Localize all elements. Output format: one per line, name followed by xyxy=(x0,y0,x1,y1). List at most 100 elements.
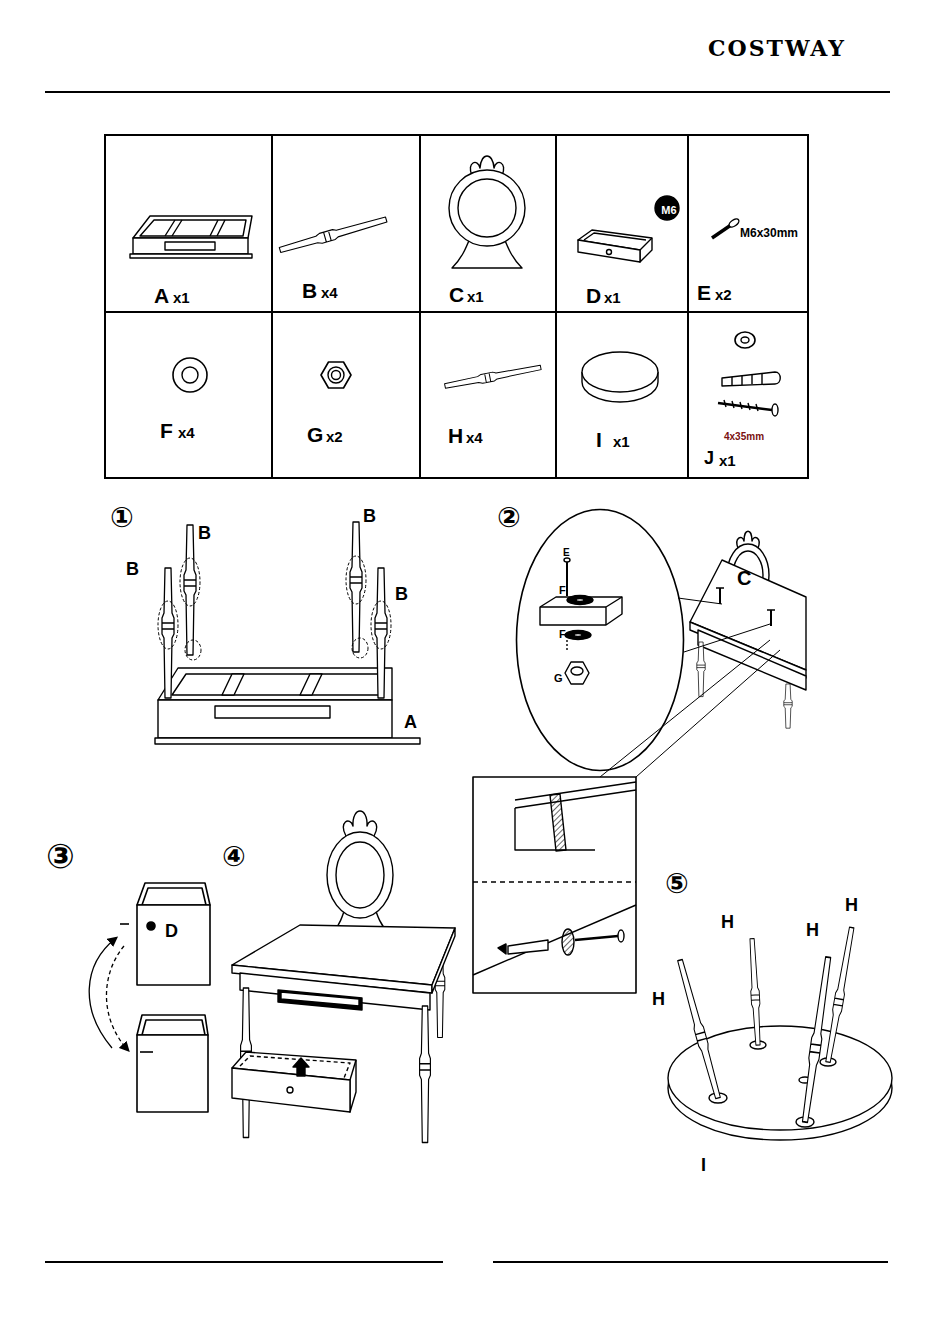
nut xyxy=(321,362,351,388)
bolt-head xyxy=(564,558,570,562)
assembly-axis xyxy=(566,640,567,652)
part-cell: Gx2 xyxy=(271,311,421,479)
tray-base xyxy=(130,254,252,258)
kit-washer xyxy=(562,929,574,955)
screw-head xyxy=(618,930,624,942)
drawer-edge xyxy=(350,1060,356,1080)
washer xyxy=(173,358,207,392)
nut-hole xyxy=(332,371,341,380)
part-cell: 4x35mmJx1 xyxy=(687,311,809,479)
part-quantity: x1 xyxy=(173,290,190,305)
tray-front xyxy=(133,238,248,254)
drawer-front xyxy=(578,240,640,262)
tray-slats xyxy=(165,220,225,236)
part-letter: B xyxy=(198,524,211,542)
knob-mark xyxy=(120,923,129,925)
part-letter: H xyxy=(652,990,665,1008)
part-quantity: x1 xyxy=(604,290,621,305)
washer-hole xyxy=(574,634,582,637)
step3-art xyxy=(89,883,210,1112)
step-number: ③ xyxy=(46,839,75,873)
mirror-glass xyxy=(336,842,384,908)
inset-divider xyxy=(473,881,636,882)
part-quantity: F xyxy=(559,585,566,596)
stool-leg xyxy=(675,959,722,1099)
part-quantity: x4 xyxy=(321,285,338,300)
wood-block xyxy=(540,597,622,625)
part-quantity: x1 xyxy=(613,434,630,449)
part-cell: Cx1 xyxy=(419,134,557,313)
drawer-inner xyxy=(142,888,206,905)
wall-line xyxy=(473,905,636,975)
nut-ring xyxy=(328,367,344,383)
stool-leg xyxy=(824,927,857,1063)
part-letter: A xyxy=(154,285,169,306)
part-cell: Fx4 xyxy=(104,311,273,479)
table-apron xyxy=(240,973,430,1010)
nut xyxy=(565,662,589,684)
part-letter: G xyxy=(307,424,323,445)
drawer-inner xyxy=(142,1020,205,1035)
tray-slot xyxy=(165,242,215,250)
part-cell: Bx4 xyxy=(271,134,421,313)
wall-anchor xyxy=(722,372,780,386)
mount-bracket xyxy=(550,794,566,851)
frame-slat xyxy=(222,674,244,695)
mirror-frame xyxy=(327,832,393,918)
step-number: ① xyxy=(110,504,134,532)
part-quantity: x4 xyxy=(466,430,483,445)
table-leg xyxy=(420,1006,431,1143)
kit-washer xyxy=(735,332,755,348)
drawer-knob xyxy=(607,250,612,255)
drawer-body xyxy=(232,1052,356,1112)
part-cell: Ax1 xyxy=(104,134,273,313)
drawer-box xyxy=(137,1035,208,1112)
frame-top-board xyxy=(155,738,420,744)
table-leg xyxy=(279,215,388,255)
footer-rule xyxy=(493,1261,888,1263)
footer-rule xyxy=(45,1261,443,1263)
part-cell: Ix1 xyxy=(555,311,689,479)
brand-logo: COSTWAY xyxy=(708,37,846,59)
leader-lines xyxy=(600,598,780,777)
table-leg xyxy=(784,684,792,728)
frame-rim xyxy=(158,668,392,700)
part-quantity: J xyxy=(704,449,714,467)
tray-opening xyxy=(140,220,246,236)
size-badge-text: M6 xyxy=(661,205,676,216)
part-letter: H xyxy=(448,425,463,446)
drawer-opening xyxy=(278,990,362,1010)
tray-rim xyxy=(133,216,252,238)
part-cell: Dx1 M6 xyxy=(555,134,689,313)
stool-leg xyxy=(444,363,541,390)
drawer-box xyxy=(137,905,210,985)
mirror-glass xyxy=(458,179,516,237)
part-letter: B xyxy=(363,507,376,525)
joint-mark xyxy=(158,601,178,649)
part-quantity: x1 xyxy=(719,453,736,468)
drawer-knob xyxy=(287,1087,293,1093)
screw-head xyxy=(772,404,778,416)
push-arrow xyxy=(293,1058,309,1076)
part-letter: B xyxy=(395,585,408,603)
knob-mark xyxy=(140,1051,153,1053)
kit-washer-hole xyxy=(741,337,749,343)
screw-thread xyxy=(724,400,758,411)
drawer-top xyxy=(137,1015,208,1035)
spec-text: 4x35mm xyxy=(724,432,764,442)
part-letter: D xyxy=(165,922,178,940)
part-quantity: x1 xyxy=(467,289,484,304)
part-letter: H xyxy=(806,921,819,939)
joint-mark xyxy=(185,640,201,660)
step5-art xyxy=(668,927,892,1140)
part-letter: D xyxy=(586,285,601,306)
rotate-arrow xyxy=(89,938,116,1048)
part-quantity: x2 xyxy=(326,429,343,444)
bolt-heads xyxy=(716,588,775,610)
frame-slat xyxy=(300,674,322,695)
rotate-arrow xyxy=(106,946,128,1050)
header-rule xyxy=(45,91,890,93)
